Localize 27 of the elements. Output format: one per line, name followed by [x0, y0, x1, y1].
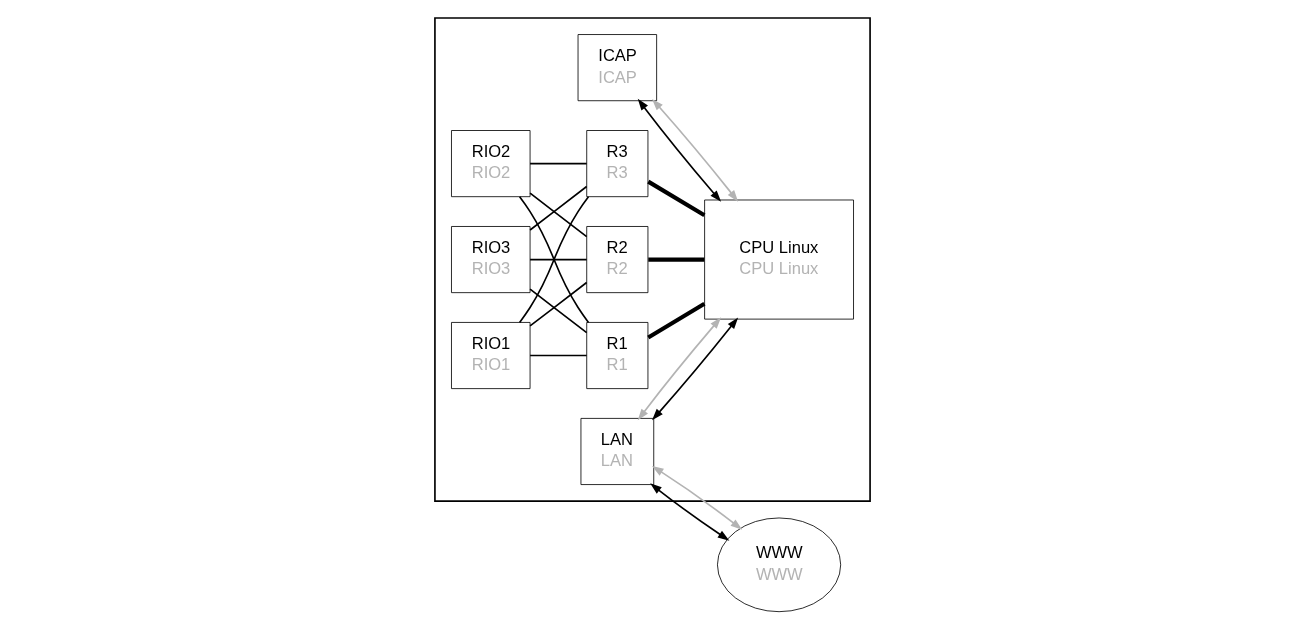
node-box: RIO2 RIO2: [450, 130, 530, 198]
connector: [518, 195, 589, 324]
arrow: [651, 466, 742, 530]
connector: [528, 192, 587, 238]
connector: [647, 257, 704, 262]
node-box: ICAP ICAP: [577, 34, 657, 102]
connector: [528, 288, 587, 334]
connector: [528, 258, 587, 261]
arrow: [637, 98, 721, 202]
connector: [528, 281, 587, 327]
connector: [646, 302, 705, 340]
node-box: CPU Linux CPU Linux: [703, 199, 854, 320]
arrow: [649, 483, 729, 541]
node-box: LAN LAN: [580, 418, 654, 485]
connector: [528, 162, 587, 165]
arrow: [651, 98, 738, 202]
node-box: R3 R3: [585, 130, 648, 198]
arrow: [651, 317, 738, 421]
connector: [646, 179, 705, 218]
node-box: RIO1 RIO1: [450, 322, 530, 390]
node-box: R1 R1: [585, 322, 648, 390]
arrow: [637, 317, 721, 421]
node-box: R2 R2: [585, 226, 648, 294]
cluster: [433, 17, 871, 502]
connector: [528, 185, 587, 231]
connector: [528, 354, 587, 357]
node-box: RIO3 RIO3: [450, 226, 530, 294]
